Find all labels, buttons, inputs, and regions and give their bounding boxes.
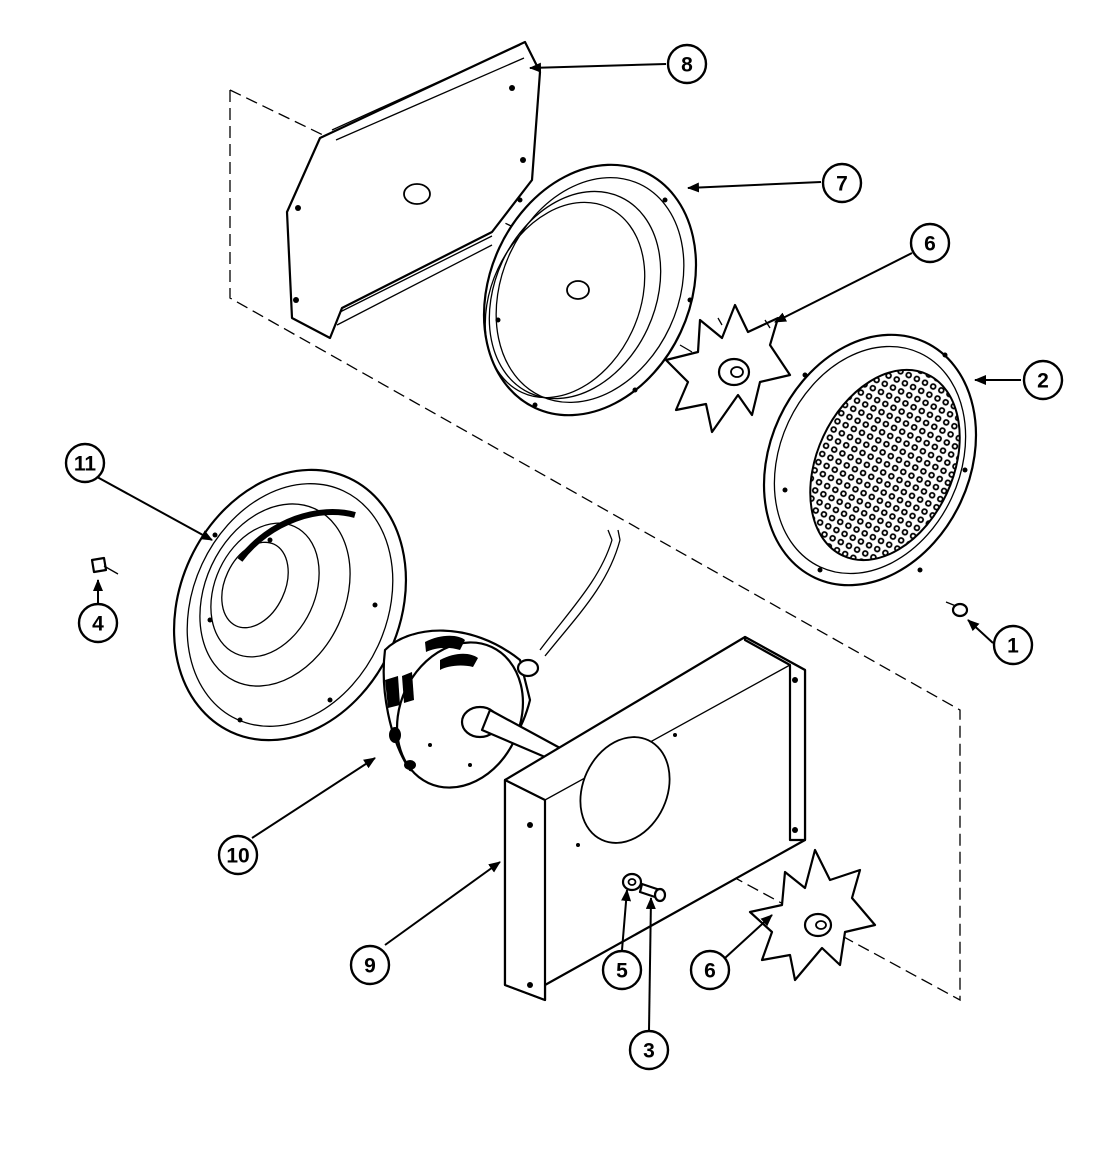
part-10-fan-motor: [382, 529, 621, 789]
callout-8: 8: [666, 43, 708, 85]
part-11-motor-housing: [172, 468, 408, 742]
callout-6-lower: 6: [689, 949, 731, 991]
svg-text:5: 5: [616, 960, 628, 983]
part-7-fan-housing-ring: [482, 163, 698, 417]
part-3-screw: [638, 882, 667, 903]
svg-text:4: 4: [92, 613, 104, 636]
svg-text:10: 10: [226, 845, 249, 868]
callout-3: 3: [628, 1029, 670, 1071]
part-8-baffle-plate: [285, 40, 542, 340]
part-4-screw: [90, 556, 119, 575]
part-5-washer: [621, 872, 643, 892]
part-6-fan-blade-upper: [664, 303, 792, 434]
callout-9: 9: [349, 944, 391, 986]
svg-text:1: 1: [1007, 635, 1019, 658]
part-1-screw: [945, 601, 969, 618]
callout-2: 2: [1022, 359, 1064, 401]
svg-text:11: 11: [74, 453, 97, 476]
part-6-fan-blade-lower: [748, 848, 877, 982]
leader-lines: [87, 62, 1021, 1031]
callout-11: 11: [64, 442, 106, 484]
callout-6-upper: 6: [909, 222, 951, 264]
callout-7: 7: [821, 162, 863, 204]
svg-text:8: 8: [681, 54, 693, 77]
svg-text:3: 3: [643, 1040, 655, 1063]
part-9-motor-bracket: [503, 635, 807, 1002]
svg-text:7: 7: [836, 173, 848, 196]
callout-4: 4: [77, 602, 119, 644]
svg-text:6: 6: [924, 233, 936, 256]
callout-1: 1: [992, 624, 1034, 666]
svg-text:2: 2: [1037, 370, 1049, 393]
part-2-perforated-grille: [762, 333, 978, 587]
svg-text:6: 6: [704, 960, 716, 983]
callout-10: 10: [217, 834, 259, 876]
svg-text:9: 9: [364, 955, 376, 978]
callout-5: 5: [601, 949, 643, 991]
